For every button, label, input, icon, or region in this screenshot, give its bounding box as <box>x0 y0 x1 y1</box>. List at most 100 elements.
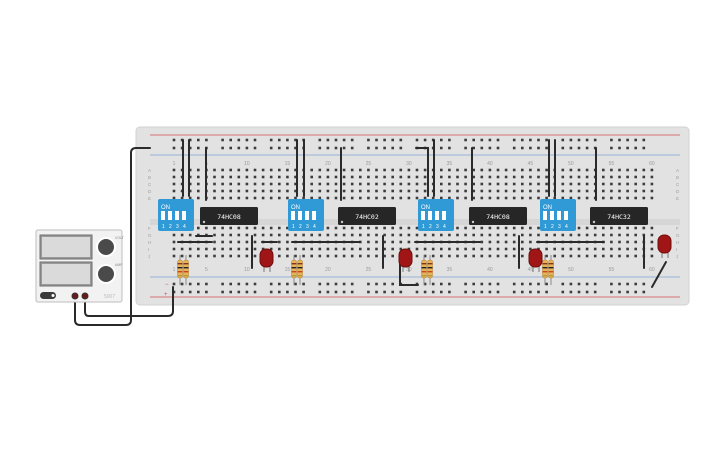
breadboard-hole[interactable] <box>318 146 322 150</box>
breadboard-hole[interactable] <box>172 247 176 251</box>
voltage-knob[interactable] <box>96 237 116 257</box>
breadboard-hole[interactable] <box>610 175 613 179</box>
breadboard-hole[interactable] <box>577 146 581 150</box>
breadboard-hole[interactable] <box>221 168 224 172</box>
breadboard-hole[interactable] <box>496 233 500 237</box>
breadboard-hole[interactable] <box>172 182 176 186</box>
resistor[interactable] <box>183 255 189 285</box>
breadboard-hole[interactable] <box>229 226 232 230</box>
breadboard-hole[interactable] <box>577 175 581 179</box>
breadboard-hole[interactable] <box>585 182 589 186</box>
breadboard-hole[interactable] <box>188 138 192 142</box>
breadboard-hole[interactable] <box>561 196 565 200</box>
breadboard-hole[interactable] <box>391 168 394 172</box>
breadboard-hole[interactable] <box>618 182 621 186</box>
breadboard-hole[interactable] <box>456 189 459 193</box>
breadboard-hole[interactable] <box>464 138 467 142</box>
breadboard-hole[interactable] <box>197 146 200 150</box>
breadboard-hole[interactable] <box>383 168 386 172</box>
breadboard-hole[interactable] <box>188 233 192 237</box>
breadboard-hole[interactable] <box>618 233 621 237</box>
breadboard-hole[interactable] <box>569 168 573 172</box>
breadboard-hole[interactable] <box>488 175 492 179</box>
breadboard-hole[interactable] <box>383 146 386 150</box>
breadboard-hole[interactable] <box>585 247 589 251</box>
breadboard-hole[interactable] <box>626 240 629 244</box>
breadboard-hole[interactable] <box>383 182 386 186</box>
breadboard-hole[interactable] <box>626 146 629 150</box>
breadboard-hole[interactable] <box>537 175 540 179</box>
breadboard-hole[interactable] <box>561 290 565 294</box>
breadboard-hole[interactable] <box>278 175 281 179</box>
breadboard-hole[interactable] <box>529 196 532 200</box>
breadboard-hole[interactable] <box>205 247 208 251</box>
breadboard-hole[interactable] <box>577 189 581 193</box>
breadboard-hole[interactable] <box>569 196 573 200</box>
breadboard-hole[interactable] <box>480 189 484 193</box>
breadboard-hole[interactable] <box>286 138 289 142</box>
breadboard-hole[interactable] <box>383 189 386 193</box>
breadboard-hole[interactable] <box>229 138 232 142</box>
breadboard-hole[interactable] <box>561 233 565 237</box>
breadboard-hole[interactable] <box>350 282 354 286</box>
breadboard-hole[interactable] <box>537 282 540 286</box>
breadboard-hole[interactable] <box>504 226 508 230</box>
breadboard-hole[interactable] <box>472 168 475 172</box>
breadboard-hole[interactable] <box>237 196 241 200</box>
breadboard-hole[interactable] <box>205 290 208 294</box>
breadboard-hole[interactable] <box>213 233 216 237</box>
breadboard-hole[interactable] <box>383 196 386 200</box>
breadboard-hole[interactable] <box>229 196 232 200</box>
breadboard-hole[interactable] <box>180 290 184 294</box>
breadboard-hole[interactable] <box>213 182 216 186</box>
breadboard-hole[interactable] <box>415 196 419 200</box>
breadboard-hole[interactable] <box>448 196 451 200</box>
breadboard-hole[interactable] <box>634 175 637 179</box>
breadboard-hole[interactable] <box>278 240 281 244</box>
breadboard-hole[interactable] <box>302 254 305 258</box>
breadboard-hole[interactable] <box>286 189 289 193</box>
breadboard-hole[interactable] <box>350 138 354 142</box>
breadboard-hole[interactable] <box>472 233 475 237</box>
breadboard-hole[interactable] <box>278 168 281 172</box>
breadboard-hole[interactable] <box>545 138 548 142</box>
breadboard-hole[interactable] <box>480 254 484 258</box>
breadboard-hole[interactable] <box>496 254 500 258</box>
breadboard-hole[interactable] <box>496 240 500 244</box>
breadboard-hole[interactable] <box>375 196 378 200</box>
breadboard-hole[interactable] <box>618 138 621 142</box>
breadboard-hole[interactable] <box>302 196 305 200</box>
breadboard-hole[interactable] <box>602 182 605 186</box>
dip-switch-3[interactable]: ON 1 2 3 4 <box>418 199 454 231</box>
breadboard-hole[interactable] <box>383 138 386 142</box>
breadboard-hole[interactable] <box>521 226 524 230</box>
breadboard-hole[interactable] <box>334 196 338 200</box>
breadboard-hole[interactable] <box>593 233 597 237</box>
breadboard-hole[interactable] <box>610 168 613 172</box>
breadboard-hole[interactable] <box>529 138 532 142</box>
breadboard-hole[interactable] <box>431 196 435 200</box>
terminal-negative[interactable] <box>71 292 79 300</box>
breadboard-hole[interactable] <box>577 138 581 142</box>
breadboard-hole[interactable] <box>529 247 532 251</box>
breadboard-hole[interactable] <box>626 196 629 200</box>
breadboard-hole[interactable] <box>464 196 467 200</box>
breadboard-hole[interactable] <box>521 240 524 244</box>
breadboard-hole[interactable] <box>197 189 200 193</box>
breadboard-hole[interactable] <box>472 189 475 193</box>
breadboard-hole[interactable] <box>496 175 500 179</box>
breadboard-hole[interactable] <box>237 290 241 294</box>
breadboard-hole[interactable] <box>172 138 176 142</box>
breadboard-hole[interactable] <box>318 233 322 237</box>
breadboard-hole[interactable] <box>253 138 257 142</box>
breadboard-hole[interactable] <box>342 182 346 186</box>
breadboard-hole[interactable] <box>286 254 289 258</box>
breadboard-hole[interactable] <box>480 247 484 251</box>
breadboard-hole[interactable] <box>650 168 654 172</box>
breadboard-hole[interactable] <box>610 146 613 150</box>
breadboard-hole[interactable] <box>221 182 224 186</box>
breadboard-hole[interactable] <box>585 254 589 258</box>
breadboard-hole[interactable] <box>456 196 459 200</box>
breadboard-hole[interactable] <box>610 182 613 186</box>
breadboard-hole[interactable] <box>197 168 200 172</box>
